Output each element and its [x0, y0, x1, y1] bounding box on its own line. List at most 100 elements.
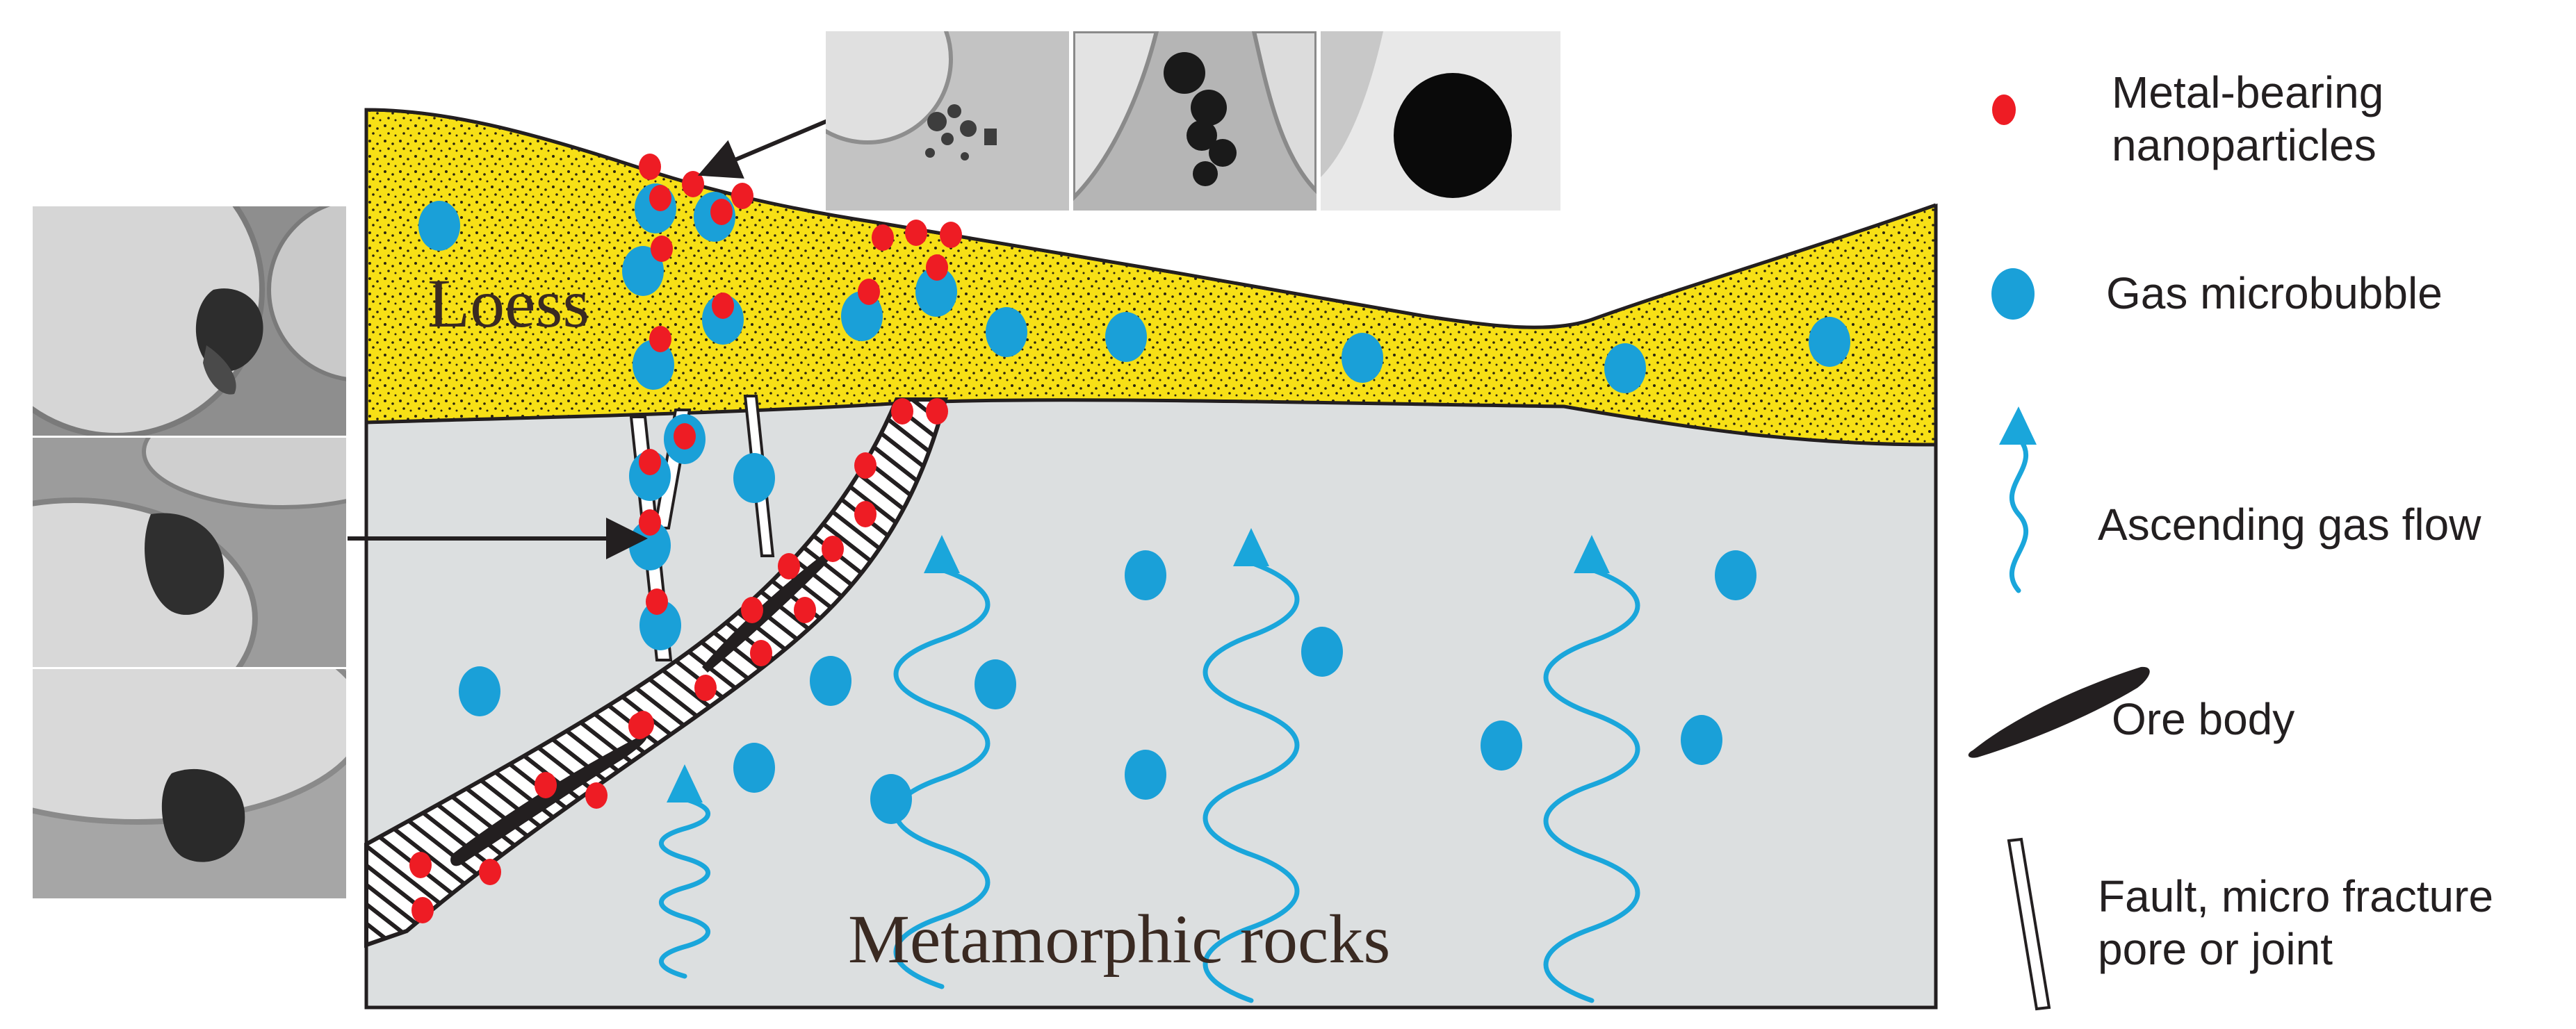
metal-nanoparticle	[651, 236, 673, 262]
metal-nanoparticle	[854, 501, 877, 527]
legend-label-nanoparticles: Metal-bearing nanoparticles	[2112, 67, 2383, 172]
metal-nanoparticle	[940, 222, 962, 248]
legend-label-line1: Metal-bearing	[2112, 67, 2384, 117]
gas-microbubble	[1681, 715, 1722, 765]
legend-label-line1: Fault, micro fracture	[2098, 871, 2494, 921]
blue-bubble-icon	[1991, 268, 2035, 320]
metal-nanoparticle	[926, 398, 948, 425]
ore-body-upper	[702, 549, 832, 673]
gas-microbubble	[810, 656, 851, 706]
fault-bar-icon	[2007, 837, 2051, 1011]
gas-microbubble	[915, 267, 957, 317]
metal-nanoparticle	[649, 185, 671, 211]
gas-microbubble	[870, 774, 912, 824]
gas-microbubble	[1809, 317, 1850, 367]
metal-nanoparticle	[872, 224, 894, 251]
gas-microbubble	[633, 340, 674, 390]
gas-microbubble	[986, 307, 1027, 357]
metal-nanoparticles	[409, 154, 962, 923]
gas-microbubble	[1342, 333, 1383, 383]
gas-microbubble	[459, 666, 500, 716]
gas-microbubble	[1125, 550, 1166, 600]
gas-flow-arrowhead	[1574, 535, 1610, 573]
gas-microbubble	[733, 453, 775, 503]
pointer-arrow-top	[697, 117, 832, 179]
gas-flow-arrows	[659, 528, 1640, 1003]
legend-label-line1: Ore body	[2112, 694, 2295, 744]
metamorphic-rocks-label: Metamorphic rocks	[848, 900, 1390, 978]
legend-label-line1: Gas microbubble	[2106, 268, 2443, 318]
wavy-arrow-icon	[2009, 435, 2029, 593]
metal-nanoparticle	[822, 536, 844, 562]
metal-nanoparticle	[535, 772, 557, 798]
metal-nanoparticle	[926, 254, 948, 281]
tem-image-left-middle	[33, 438, 346, 667]
gas-microbubble	[1604, 343, 1646, 393]
metal-nanoparticle	[710, 199, 733, 225]
metal-nanoparticle	[750, 640, 772, 666]
legend-label-line1: Ascending gas flow	[2098, 500, 2481, 550]
legend-label-line2: pore or joint	[2098, 923, 2333, 974]
gas-microbubble	[1105, 312, 1147, 362]
gas-microbubble	[733, 743, 775, 793]
tem-image-top-2	[1073, 31, 1316, 211]
metal-nanoparticle	[628, 713, 651, 739]
gas-flow-line	[893, 567, 991, 989]
metal-nanoparticle	[639, 449, 661, 475]
gas-microbubble	[639, 600, 681, 650]
wavy-arrow-icon-head	[1999, 406, 2037, 445]
gas-flow-arrowhead	[667, 764, 703, 802]
ore-body-lower	[450, 733, 648, 866]
gas-microbubbles	[418, 183, 1850, 824]
metal-nanoparticle	[479, 859, 501, 885]
metal-nanoparticle	[794, 597, 816, 623]
metal-nanoparticle	[409, 852, 432, 878]
ore-lens-icon	[1968, 666, 2150, 758]
metal-nanoparticle	[411, 897, 434, 923]
legend-label-microbubble: Gas microbubble	[2106, 267, 2443, 320]
metal-nanoparticle	[646, 588, 668, 615]
red-dot-icon	[1992, 94, 2016, 125]
metal-nanoparticle	[682, 171, 704, 197]
metal-nanoparticle	[905, 220, 927, 246]
gas-flow-line	[1543, 567, 1640, 1003]
metal-nanoparticle	[891, 398, 913, 425]
metal-nanoparticle	[674, 423, 696, 450]
gas-microbubble	[1481, 721, 1522, 771]
metal-nanoparticle	[649, 326, 671, 352]
gas-microbubble	[1715, 550, 1756, 600]
loess-label: Loess	[427, 265, 589, 342]
metal-nanoparticle	[778, 553, 800, 579]
gas-microbubble	[975, 659, 1016, 709]
legend-icons	[1968, 94, 2150, 1011]
metal-nanoparticle	[639, 509, 661, 536]
ore-bodies	[450, 549, 832, 866]
tem-image-top-1	[826, 31, 1069, 211]
gas-flow-arrowhead	[1233, 528, 1269, 566]
tem-image-top-3	[1321, 31, 1560, 211]
gas-flow-arrowhead	[924, 535, 960, 573]
metal-nanoparticle	[858, 279, 880, 305]
gas-microbubble	[622, 246, 664, 296]
metal-nanoparticle	[731, 183, 753, 209]
metal-nanoparticle	[639, 154, 661, 180]
gas-microbubble	[1125, 750, 1166, 800]
legend-label-gas-flow: Ascending gas flow	[2098, 499, 2481, 552]
legend-label-fault: Fault, micro fracture pore or joint	[2098, 871, 2493, 976]
metal-nanoparticle	[741, 597, 763, 623]
metal-nanoparticle	[585, 782, 608, 809]
gas-flow-line	[659, 796, 710, 979]
metal-nanoparticle	[854, 452, 877, 479]
legend-label-ore-body: Ore body	[2112, 693, 2294, 746]
gas-microbubble	[418, 201, 460, 251]
metal-nanoparticle	[694, 675, 717, 701]
loess-top-line	[366, 108, 1937, 329]
tem-image-left-bottom	[33, 669, 346, 898]
metal-nanoparticle	[712, 293, 734, 319]
gas-microbubble	[1301, 627, 1343, 677]
gas-flow-line	[1203, 560, 1300, 1003]
legend-label-line2: nanoparticles	[2112, 120, 2377, 170]
tem-image-left-top	[33, 206, 346, 436]
fault-zone	[364, 397, 948, 948]
